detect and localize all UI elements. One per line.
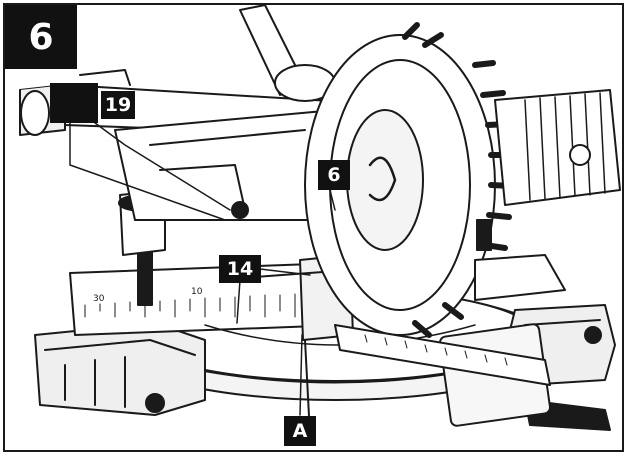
miter-saw-illustration: 30 10 — [19, 5, 621, 436]
callout-19: 19 — [101, 91, 135, 119]
svg-text:10: 10 — [191, 287, 203, 297]
svg-text:30: 30 — [93, 294, 105, 304]
callout-a: A — [284, 416, 316, 446]
callout-14: 14 — [219, 255, 261, 283]
callout-blank-box — [50, 83, 98, 123]
callout-6: 6 — [318, 160, 350, 190]
figure-number: 6 — [5, 5, 77, 69]
figure-frame: 30 10 — [3, 3, 624, 452]
